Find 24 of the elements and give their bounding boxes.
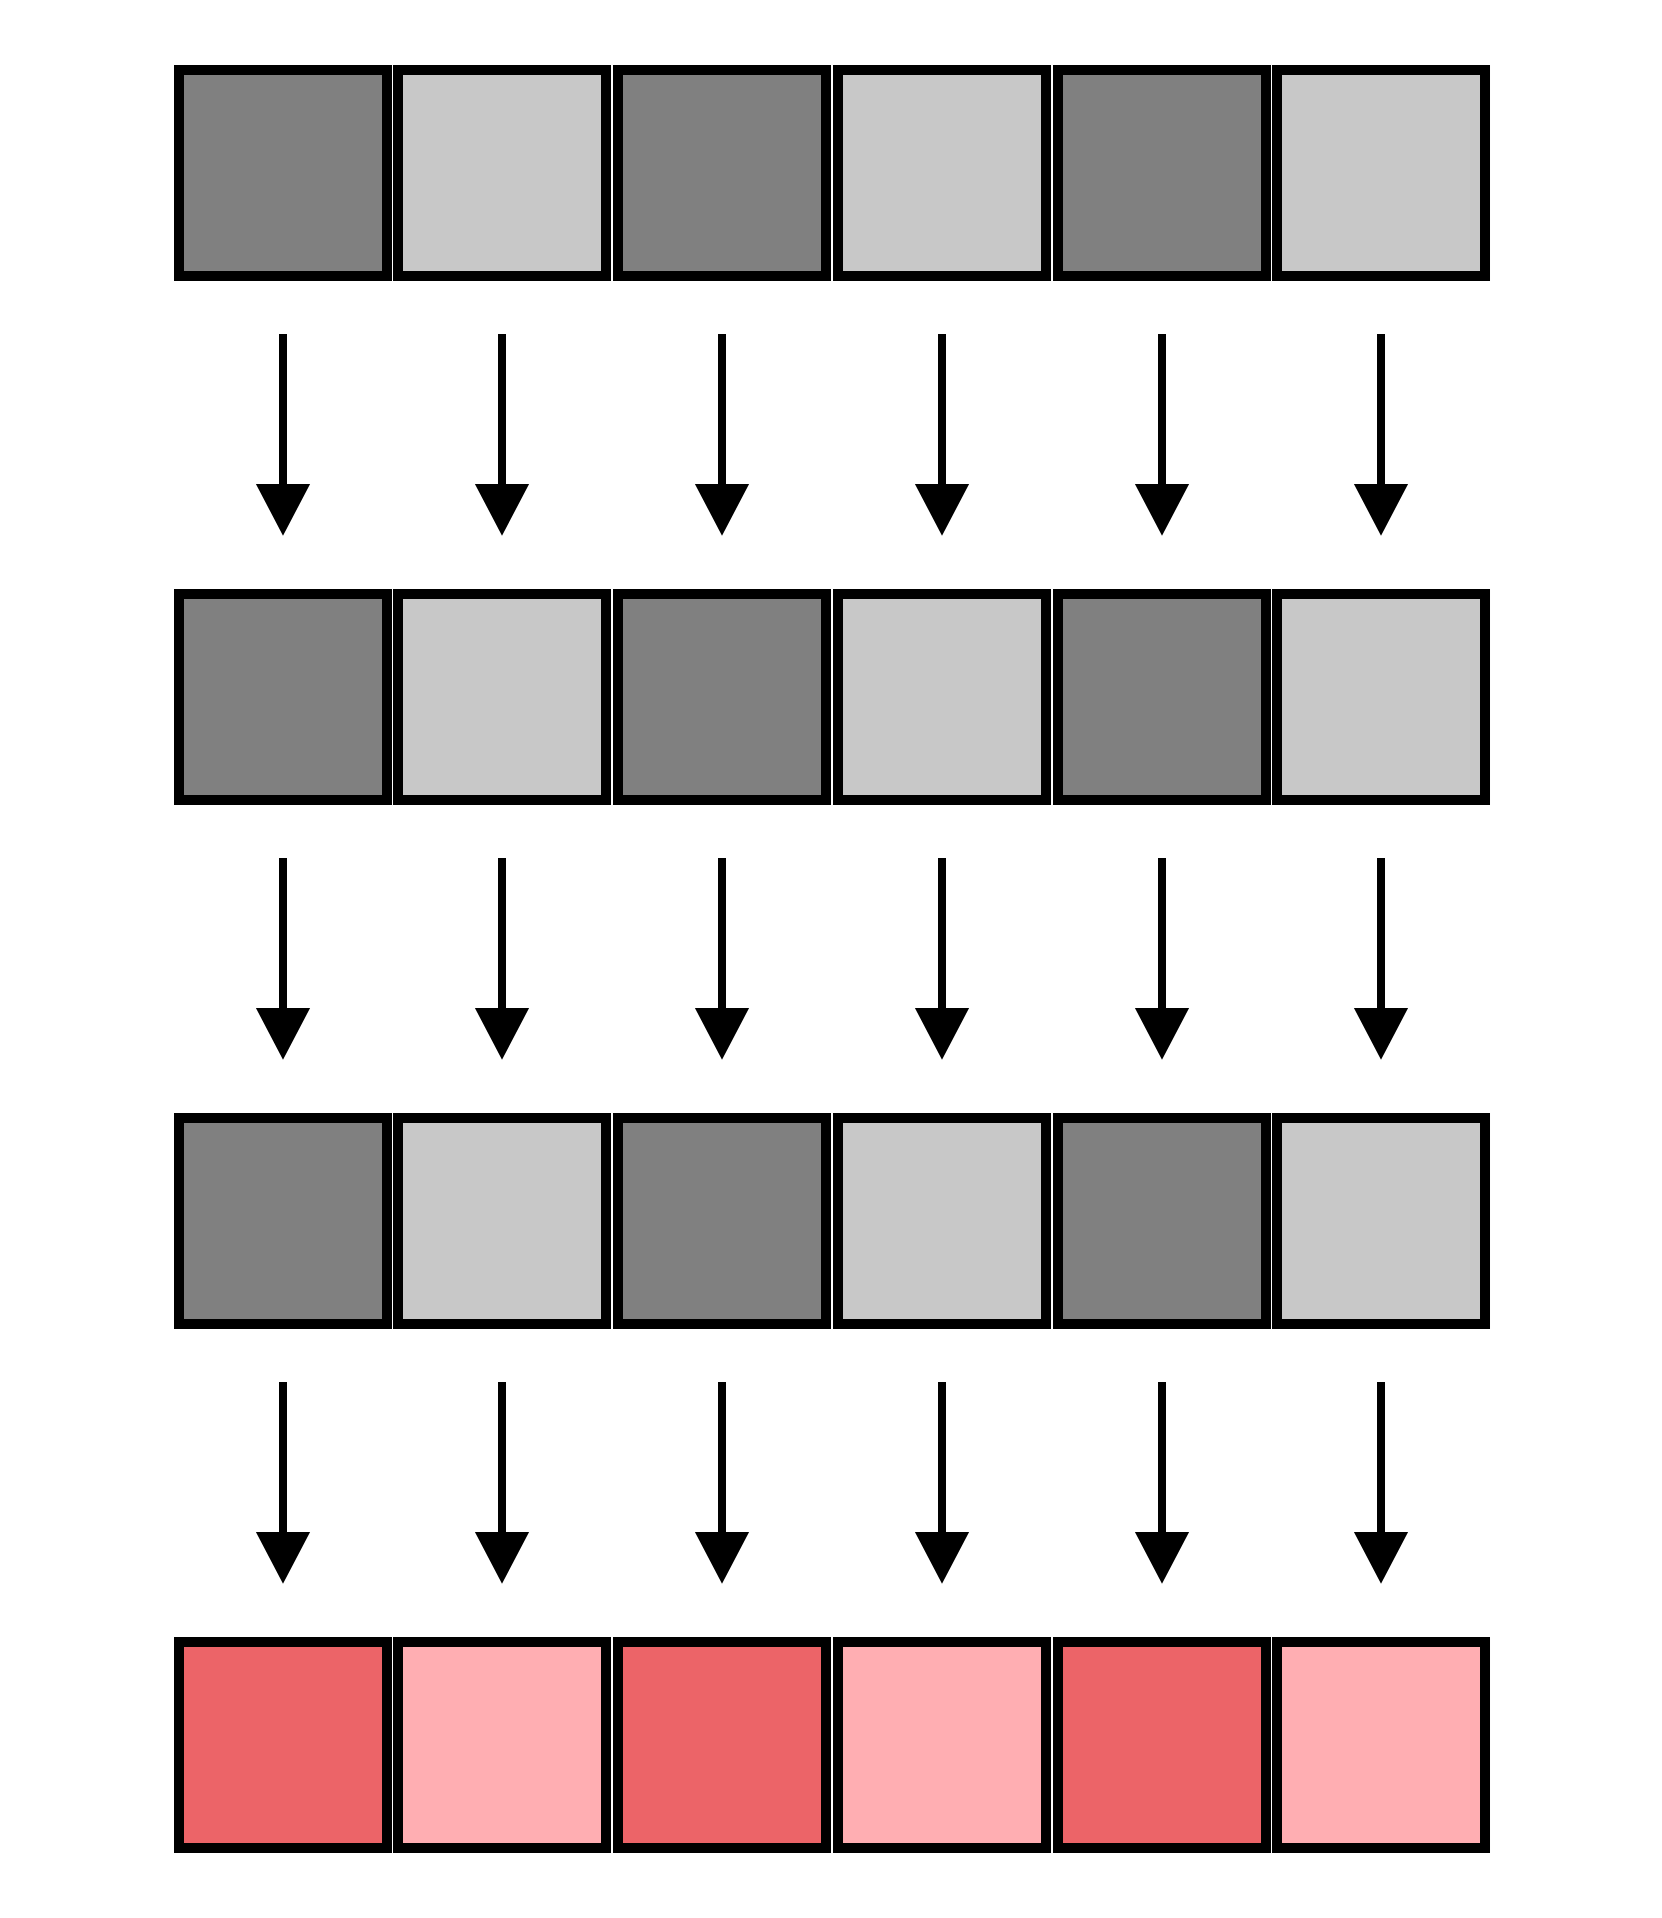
cell-box	[833, 65, 1051, 281]
cell-box	[833, 1637, 1051, 1853]
cell-box	[1053, 1113, 1271, 1329]
cell-box	[174, 65, 392, 281]
cell-box	[613, 65, 831, 281]
cell-box	[1272, 1113, 1490, 1329]
cell-box	[393, 1637, 611, 1853]
cell-box	[1053, 1637, 1271, 1853]
cell-box	[1053, 65, 1271, 281]
cell-box	[613, 1113, 831, 1329]
cell-box	[393, 589, 611, 805]
cell-box	[1272, 1637, 1490, 1853]
cell-box	[174, 1637, 392, 1853]
cell-box	[1272, 65, 1490, 281]
cell-box	[613, 589, 831, 805]
cell-box	[1053, 589, 1271, 805]
cell-box	[833, 1113, 1051, 1329]
cell-box	[393, 65, 611, 281]
cell-box	[833, 589, 1051, 805]
cell-box	[174, 1113, 392, 1329]
cell-box	[1272, 589, 1490, 805]
cell-box	[174, 589, 392, 805]
cell-box	[613, 1637, 831, 1853]
cell-box	[393, 1113, 611, 1329]
